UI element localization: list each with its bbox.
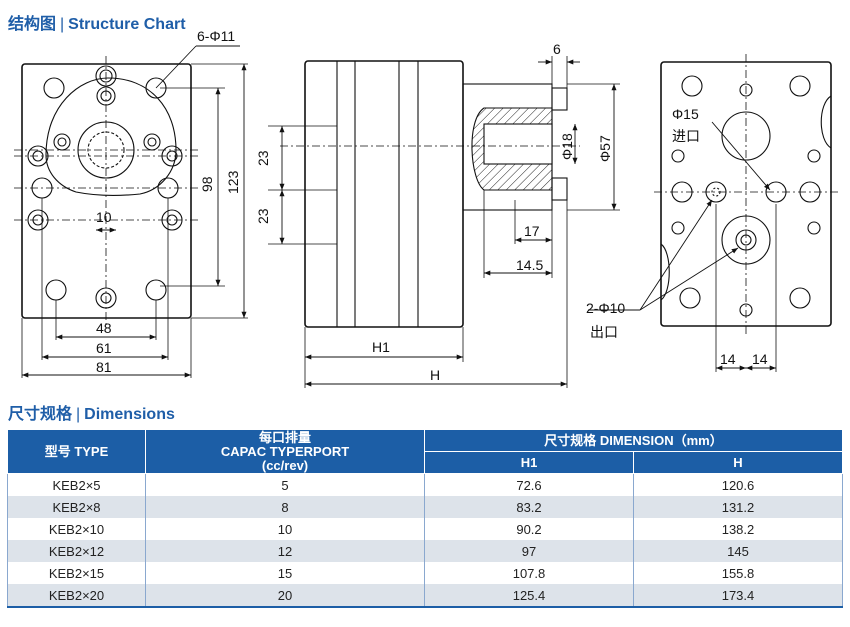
label-outlet-phi10: 2-Φ10 [586, 300, 625, 316]
cell-h: 173.4 [633, 584, 843, 608]
side-view [268, 56, 620, 388]
cell-h1: 107.8 [424, 562, 634, 584]
table-row: KEB2×5 5 72.6 120.6 [7, 473, 843, 496]
label-dim-14-left: 14 [720, 351, 736, 367]
cell-type: KEB2×15 [7, 562, 146, 584]
structure-drawing: 6-Φ11 10 48 61 81 98 123 [14, 28, 838, 388]
header-capacity: 每口排量 CAPAC TYPERPORT (cc/rev) [145, 429, 425, 474]
header-capacity-cn: 每口排量 [258, 429, 311, 445]
label-dim-phi57: Φ57 [597, 135, 613, 162]
table-row: KEB2×12 12 97 145 [7, 540, 843, 562]
structure-chart-title: 结构图|Structure Chart [8, 16, 186, 33]
cell-type: KEB2×10 [7, 518, 146, 540]
cell-h1: 90.2 [424, 518, 634, 540]
structure-title-en: Structure Chart [68, 16, 186, 33]
cell-type: KEB2×20 [7, 584, 146, 608]
label-inlet-phi15: Φ15 [672, 106, 699, 122]
label-dim-6: 6 [553, 41, 561, 57]
table-row: KEB2×8 8 83.2 131.2 [7, 496, 843, 518]
cell-h1: 72.6 [424, 473, 634, 496]
label-dim-h1: H1 [372, 339, 390, 355]
label-dim-23-upper: 23 [255, 150, 271, 166]
cell-h1: 97 [424, 540, 634, 562]
cell-type: KEB2×12 [7, 540, 146, 562]
cell-h: 155.8 [633, 562, 843, 584]
cell-h: 145 [633, 540, 843, 562]
label-dim-17: 17 [524, 223, 540, 239]
cell-capacity: 12 [145, 540, 425, 562]
cell-capacity: 20 [145, 584, 425, 608]
dimensions-table: 型号 TYPE 每口排量 CAPAC TYPERPORT (cc/rev) 尺寸… [7, 429, 843, 608]
dimensions-title-cn: 尺寸规格 [8, 406, 73, 423]
table-row: KEB2×10 10 90.2 138.2 [7, 518, 843, 540]
label-dim-123: 123 [225, 170, 241, 194]
label-outlet: 出口 [590, 324, 618, 340]
header-h1: H1 [424, 451, 634, 474]
label-dim-48: 48 [96, 320, 112, 336]
label-dim-81: 81 [96, 359, 112, 375]
cell-type: KEB2×8 [7, 496, 146, 518]
cell-capacity: 5 [145, 473, 425, 496]
cell-h1: 125.4 [424, 584, 634, 608]
cell-h: 138.2 [633, 518, 843, 540]
dimensions-title: 尺寸规格|Dimensions [8, 406, 175, 423]
header-h: H [633, 451, 843, 474]
label-dim-23-lower: 23 [255, 208, 271, 224]
table-row: KEB2×15 15 107.8 155.8 [7, 562, 843, 584]
label-dim-phi18: Φ18 [559, 133, 575, 160]
label-dim-10: 10 [96, 209, 112, 225]
cell-capacity: 10 [145, 518, 425, 540]
cell-h: 131.2 [633, 496, 843, 518]
label-inlet: 进口 [672, 128, 700, 144]
header-capacity-unit: (cc/rev) [261, 457, 309, 473]
cell-capacity: 15 [145, 562, 425, 584]
cell-capacity: 8 [145, 496, 425, 518]
structure-title-cn: 结构图 [8, 16, 57, 33]
header-type: 型号 TYPE [7, 429, 146, 474]
label-dim-61: 61 [96, 340, 112, 356]
label-dim-98: 98 [199, 176, 215, 192]
cell-h: 120.6 [633, 473, 843, 496]
label-dim-14-5: 14.5 [516, 257, 543, 273]
rear-view [588, 54, 838, 372]
header-capacity-en: CAPAC TYPERPORT [220, 443, 350, 459]
label-dim-14-right: 14 [752, 351, 768, 367]
table-row: KEB2×20 20 125.4 173.4 [7, 584, 843, 608]
cell-h1: 83.2 [424, 496, 634, 518]
front-view [14, 45, 248, 378]
header-dimension: 尺寸规格 DIMENSION（mm） [424, 429, 843, 452]
label-6-phi11: 6-Φ11 [197, 28, 235, 44]
mounting-holes [27, 65, 183, 309]
dimensions-title-en: Dimensions [84, 406, 175, 423]
cell-type: KEB2×5 [7, 473, 146, 496]
label-dim-h: H [430, 367, 440, 383]
